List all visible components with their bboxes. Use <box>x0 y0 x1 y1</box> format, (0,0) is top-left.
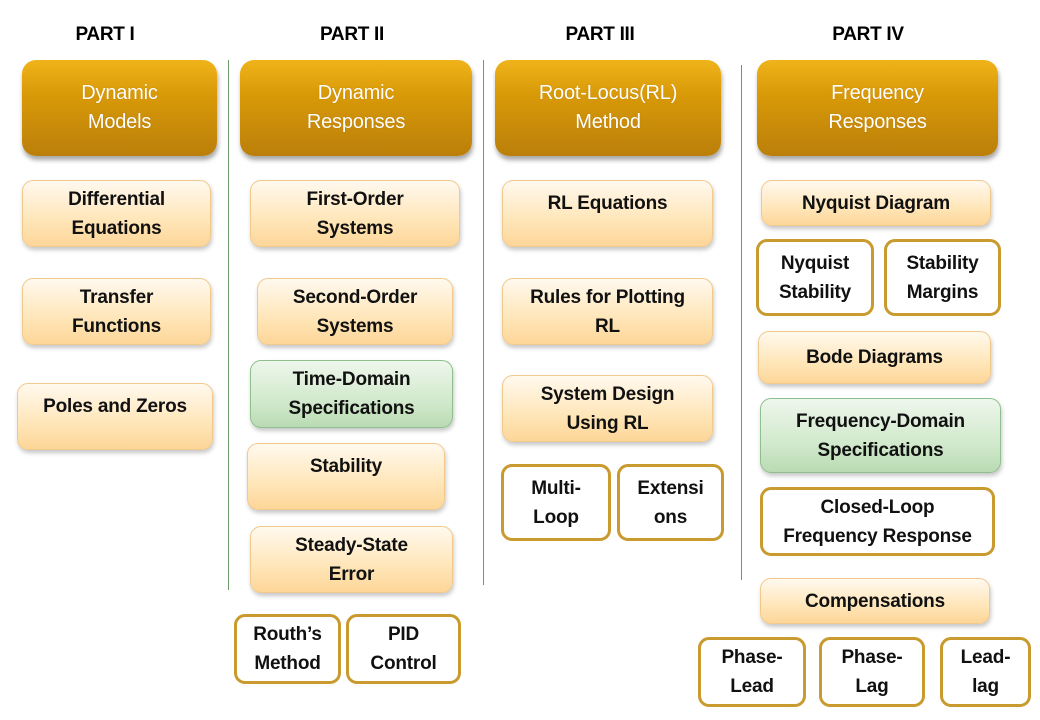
column-divider-3 <box>741 65 742 580</box>
box-second-order-systems: Second-Order Systems <box>257 278 453 345</box>
box-differential-equations: Differential Equations <box>22 180 211 247</box>
box-pid-control: PID Control <box>346 614 461 684</box>
box-phase-lag: Phase- Lag <box>819 637 925 707</box>
box-bode-diagrams: Bode Diagrams <box>758 331 991 384</box>
box-nyquist-diagram: Nyquist Diagram <box>761 180 991 226</box>
part-2-title: PART II <box>319 24 385 45</box>
box-rl-equations: RL Equations <box>502 180 713 247</box>
column-divider-1 <box>228 60 229 590</box>
column-divider-2 <box>483 60 484 585</box>
box-compensations: Compensations <box>760 578 990 624</box>
box-steady-state-error: Steady-State Error <box>250 526 453 593</box>
part-1-title: PART I <box>75 24 135 45</box>
box-multi-loop: Multi- Loop <box>501 464 611 541</box>
box-poles-and-zeros: Poles and Zeros <box>17 383 213 450</box>
box-time-domain-specifications: Time-Domain Specifications <box>250 360 453 428</box>
box-stability-margins: Stability Margins <box>884 239 1001 316</box>
header-dynamic-responses: Dynamic Responses <box>240 60 472 156</box>
part-4-title: PART IV <box>832 24 904 45</box>
box-frequency-domain-specifications: Frequency-Domain Specifications <box>760 398 1001 473</box>
box-stability: Stability <box>247 443 445 510</box>
header-frequency-responses: Frequency Responses <box>757 60 998 156</box>
box-first-order-systems: First-Order Systems <box>250 180 460 247</box>
box-nyquist-stability: Nyquist Stability <box>756 239 874 316</box>
box-system-design-using-rl: System Design Using RL <box>502 375 713 442</box>
box-extensions: Extensi ons <box>617 464 724 541</box>
box-rules-for-plotting-rl: Rules for Plotting RL <box>502 278 713 345</box>
header-root-locus-method: Root-Locus(RL) Method <box>495 60 721 156</box>
box-phase-lead: Phase- Lead <box>698 637 806 707</box>
header-dynamic-models: Dynamic Models <box>22 60 217 156</box>
box-closed-loop-frequency-response: Closed-Loop Frequency Response <box>760 487 995 556</box>
box-lead-lag: Lead- lag <box>940 637 1031 707</box>
box-rouths-method: Routh’s Method <box>234 614 341 684</box>
part-3-title: PART III <box>565 24 635 45</box>
box-transfer-functions: Transfer Functions <box>22 278 211 345</box>
